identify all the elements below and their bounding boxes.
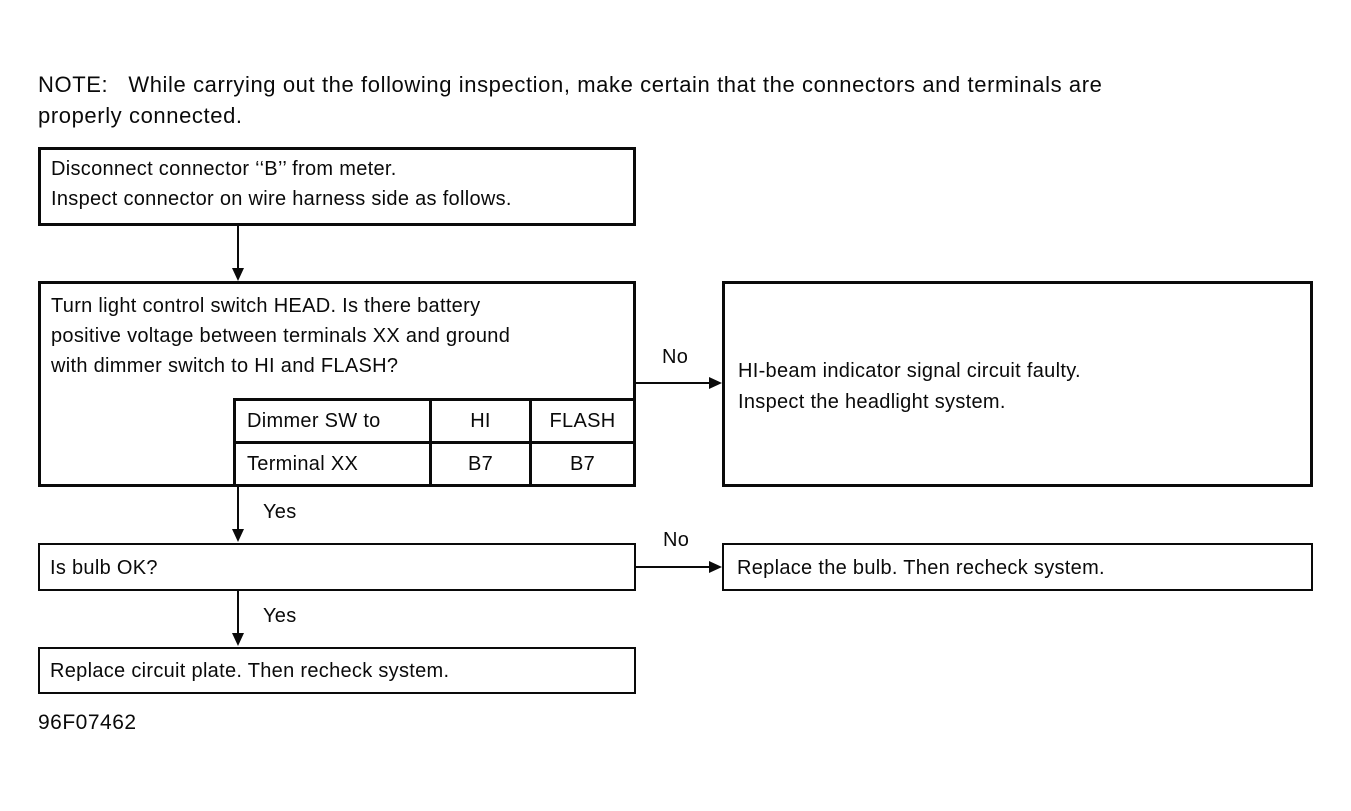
terminal-table: Dimmer SW to HI FLASH Terminal XX B7 B7 bbox=[233, 398, 636, 487]
label-no-2: No bbox=[663, 529, 690, 551]
flowchart-box-result-no2: Replace the bulb. Then recheck system. bbox=[722, 543, 1313, 591]
step2-line-3: with dimmer switch to HI and FLASH? bbox=[51, 355, 399, 377]
step1-line-2: Inspect connector on wire harness side a… bbox=[51, 188, 512, 210]
label-no-1: No bbox=[662, 346, 689, 368]
result-no2-line-1: Replace the bulb. Then recheck system. bbox=[737, 557, 1105, 579]
terminal-table-value-row: Terminal XX B7 B7 bbox=[233, 441, 636, 487]
terminal-table-cell: HI bbox=[429, 398, 532, 444]
flowchart-box-step1: Disconnect connector ‘‘B’’ from meter. I… bbox=[38, 147, 636, 226]
arrow-step3-no-head bbox=[709, 561, 722, 573]
label-yes-2: Yes bbox=[263, 605, 297, 627]
terminal-table-cell: B7 bbox=[429, 441, 532, 487]
note-line-1: NOTE: While carrying out the following i… bbox=[38, 72, 1103, 97]
arrow-step2-step3-head bbox=[232, 529, 244, 542]
flowchart-box-step4: Replace circuit plate. Then recheck syst… bbox=[38, 647, 636, 694]
arrow-step2-no-shaft bbox=[636, 382, 711, 384]
terminal-table-header-row: Dimmer SW to HI FLASH bbox=[233, 398, 636, 444]
terminal-table-cell: B7 bbox=[529, 441, 636, 487]
flowchart-box-step2: Turn light control switch HEAD. Is there… bbox=[38, 281, 636, 487]
arrow-step2-no-head bbox=[709, 377, 722, 389]
arrow-step1-step2-head bbox=[232, 268, 244, 281]
step2-line-2: positive voltage between terminals XX an… bbox=[51, 325, 511, 347]
terminal-table-cell: Dimmer SW to bbox=[233, 398, 432, 444]
step2-line-1: Turn light control switch HEAD. Is there… bbox=[51, 295, 481, 317]
flowchart-box-result-no1: HI-beam indicator signal circuit faulty.… bbox=[722, 281, 1313, 487]
arrow-step3-step4-shaft bbox=[237, 591, 239, 634]
label-yes-1: Yes bbox=[263, 501, 297, 523]
terminal-table-cell: FLASH bbox=[529, 398, 636, 444]
figure-code: 96F07462 bbox=[38, 711, 137, 734]
result-no1-line-1: HI-beam indicator signal circuit faulty. bbox=[738, 360, 1081, 382]
step3-line-1: Is bulb OK? bbox=[50, 557, 158, 579]
arrow-step1-step2-shaft bbox=[237, 226, 239, 270]
result-no1-line-2: Inspect the headlight system. bbox=[738, 391, 1006, 413]
step1-line-1: Disconnect connector ‘‘B’’ from meter. bbox=[51, 158, 397, 180]
note-line-2: properly connected. bbox=[38, 103, 243, 128]
arrow-step2-step3-shaft bbox=[237, 487, 239, 530]
terminal-table-cell: Terminal XX bbox=[233, 441, 432, 487]
arrow-step3-step4-head bbox=[232, 633, 244, 646]
flowchart-box-step3: Is bulb OK? bbox=[38, 543, 636, 591]
step4-line-1: Replace circuit plate. Then recheck syst… bbox=[50, 660, 450, 682]
arrow-step3-no-shaft bbox=[636, 566, 711, 568]
